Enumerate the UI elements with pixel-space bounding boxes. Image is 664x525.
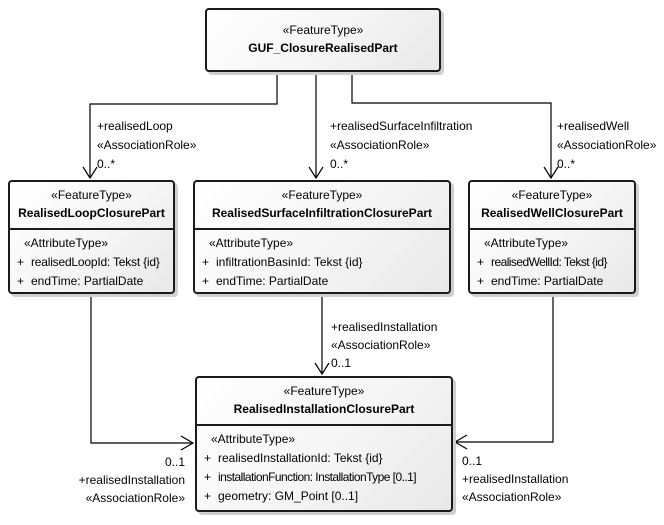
attribute-row: + endTime: PartialDate bbox=[195, 272, 449, 291]
attribute-stereotype: «AttributeType» bbox=[24, 236, 109, 250]
attribute-compartment: «AttributeType» + realisedLoopId: Tekst … bbox=[10, 228, 173, 291]
connector-realised-installation-right bbox=[456, 296, 554, 443]
visibility-plus: + bbox=[204, 451, 212, 465]
visibility-plus: + bbox=[477, 255, 485, 269]
role-stereotype: «AssociationRole» bbox=[331, 338, 431, 352]
class-stereotype: «FeatureType» bbox=[282, 23, 364, 37]
class-stereotype: «FeatureType» bbox=[511, 188, 593, 202]
attribute-row: + infiltrationBasinId: Tekst {id} bbox=[195, 253, 449, 272]
edge-label-realised-installation-middle: +realisedInstallation «AssociationRole» … bbox=[331, 318, 437, 372]
class-realised-well-closure-part[interactable]: «FeatureType» RealisedWellClosurePart «A… bbox=[468, 180, 636, 294]
attribute-compartment: «AttributeType» + realisedWellId: Tekst … bbox=[470, 228, 634, 291]
role-name: +realisedWell bbox=[557, 119, 630, 133]
multiplicity: 0..* bbox=[97, 157, 116, 171]
arrowhead-down-icon bbox=[314, 362, 330, 376]
attribute-stereotype: «AttributeType» bbox=[211, 432, 296, 446]
attribute-row: + realisedInstallationId: Tekst {id} bbox=[197, 449, 451, 468]
class-realised-loop-closure-part[interactable]: «FeatureType» RealisedLoopClosurePart «A… bbox=[8, 180, 175, 294]
class-stereotype: «FeatureType» bbox=[283, 384, 365, 398]
role-stereotype: «AssociationRole» bbox=[557, 138, 657, 152]
class-name: GUF_ClosureRealisedPart bbox=[248, 41, 398, 55]
connector-realised-installation-left bbox=[90, 296, 192, 444]
arrowhead-right-icon bbox=[180, 435, 195, 451]
class-guf-closure-realised-part[interactable]: «FeatureType» GUF_ClosureRealisedPart bbox=[205, 8, 441, 72]
attribute-row: + realisedLoopId: Tekst {id} bbox=[10, 253, 173, 272]
class-realised-surface-infiltration-closure-part[interactable]: «FeatureType» RealisedSurfaceInfiltratio… bbox=[193, 180, 451, 294]
role-name: +realisedInstallation bbox=[78, 473, 185, 487]
attribute-text: realisedInstallationId: Tekst {id} bbox=[218, 451, 383, 465]
attribute-compartment: «AttributeType» + realisedInstallationId… bbox=[197, 424, 451, 506]
role-name: +realisedInstallation bbox=[462, 472, 569, 486]
class-name: RealisedInstallationClosurePart bbox=[233, 402, 415, 416]
class-name: RealisedWellClosurePart bbox=[481, 206, 623, 220]
attribute-text: realisedLoopId: Tekst {id} bbox=[31, 255, 160, 269]
attribute-text: geometry: GM_Point [0..1] bbox=[218, 489, 359, 503]
role-name: +realisedSurfaceInfiltration bbox=[330, 119, 473, 133]
visibility-plus: + bbox=[204, 489, 212, 503]
attribute-text: endTime: PartialDate bbox=[216, 274, 329, 288]
visibility-plus: + bbox=[477, 274, 485, 288]
edge-label-realised-surface-infiltration: +realisedSurfaceInfiltration «Associatio… bbox=[330, 117, 472, 174]
visibility-plus: + bbox=[17, 274, 25, 288]
arrowhead-down-icon bbox=[82, 166, 98, 180]
multiplicity: 0..1 bbox=[331, 356, 352, 370]
edge-label-realised-well: +realisedWell «AssociationRole» 0..* bbox=[557, 117, 656, 174]
multiplicity: 0..* bbox=[330, 157, 349, 171]
arrowhead-down-icon bbox=[543, 166, 559, 180]
attribute-row: + endTime: PartialDate bbox=[470, 272, 634, 291]
attribute-text: infiltrationBasinId: Tekst {id} bbox=[216, 255, 363, 269]
attribute-text: installationFunction: InstallationType [… bbox=[218, 470, 417, 484]
class-realised-installation-closure-part[interactable]: «FeatureType» RealisedInstallationClosur… bbox=[195, 376, 453, 512]
edge-label-realised-installation-right: 0..1 +realisedInstallation «AssociationR… bbox=[462, 452, 568, 506]
class-stereotype: «FeatureType» bbox=[281, 188, 363, 202]
visibility-plus: + bbox=[17, 255, 25, 269]
multiplicity: 0..* bbox=[557, 157, 576, 171]
multiplicity: 0..1 bbox=[164, 455, 185, 469]
edge-label-realised-installation-left: 0..1 +realisedInstallation «AssociationR… bbox=[0, 453, 185, 507]
role-name: +realisedLoop bbox=[97, 119, 173, 133]
attribute-row: + installationFunction: InstallationType… bbox=[197, 468, 451, 487]
edge-label-realised-loop: +realisedLoop «AssociationRole» 0..* bbox=[97, 117, 196, 174]
class-name: RealisedLoopClosurePart bbox=[18, 206, 165, 220]
multiplicity: 0..1 bbox=[462, 454, 483, 468]
class-name: RealisedSurfaceInfiltrationClosurePart bbox=[211, 206, 433, 220]
arrowhead-down-icon bbox=[308, 166, 324, 180]
attribute-text: realisedWellId: Tekst {id} bbox=[491, 255, 608, 269]
attribute-row: + geometry: GM_Point [0..1] bbox=[197, 487, 451, 506]
role-name: +realisedInstallation bbox=[331, 320, 438, 334]
class-stereotype: «FeatureType» bbox=[51, 188, 132, 202]
role-stereotype: «AssociationRole» bbox=[462, 490, 562, 504]
attribute-compartment: «AttributeType» + infiltrationBasinId: T… bbox=[195, 228, 449, 291]
visibility-plus: + bbox=[204, 470, 212, 484]
visibility-plus: + bbox=[202, 274, 210, 288]
attribute-row: + realisedWellId: Tekst {id} bbox=[470, 253, 634, 272]
attribute-text: endTime: PartialDate bbox=[31, 274, 144, 288]
arrowhead-left-icon bbox=[453, 434, 468, 450]
attribute-row: + endTime: PartialDate bbox=[10, 272, 173, 291]
role-stereotype: «AssociationRole» bbox=[85, 491, 185, 505]
role-stereotype: «AssociationRole» bbox=[97, 138, 197, 152]
attribute-stereotype: «AttributeType» bbox=[209, 236, 294, 250]
visibility-plus: + bbox=[202, 255, 210, 269]
role-stereotype: «AssociationRole» bbox=[330, 138, 430, 152]
attribute-text: endTime: PartialDate bbox=[491, 274, 604, 288]
attribute-stereotype: «AttributeType» bbox=[484, 236, 569, 250]
